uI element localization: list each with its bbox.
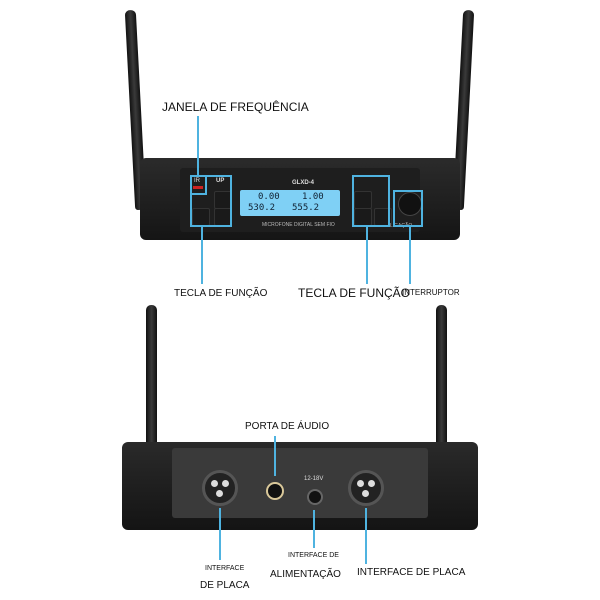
up-label: UP bbox=[216, 178, 225, 184]
back-unit: 12-18V bbox=[122, 442, 478, 530]
callout-board-left-2: DE PLACA bbox=[200, 580, 250, 591]
antenna-back-right bbox=[436, 305, 447, 455]
freq-a: 530.2 bbox=[248, 203, 276, 213]
ir-indicator bbox=[193, 186, 203, 189]
antenna-back-left bbox=[146, 305, 157, 455]
callout-line bbox=[274, 436, 276, 476]
callout-line bbox=[197, 116, 199, 176]
ch-b: 1.00 bbox=[302, 192, 324, 202]
callout-line bbox=[366, 226, 368, 284]
callout-power-interface-2: ALIMENTAÇÃO bbox=[270, 569, 341, 580]
ch-a: 0.00 bbox=[258, 192, 280, 202]
power-highlight bbox=[393, 190, 423, 227]
dc-jack[interactable] bbox=[307, 489, 323, 505]
model-label: GLXD-4 bbox=[292, 180, 315, 186]
func-key-right-highlight bbox=[352, 175, 390, 227]
callout-func-key-right: TECLA DE FUNÇÃO bbox=[298, 286, 411, 300]
power-knob[interactable] bbox=[398, 192, 422, 216]
callout-board-right: INTERFACE DE PLACA bbox=[357, 567, 466, 578]
audio-jack[interactable] bbox=[266, 482, 284, 500]
callout-line bbox=[201, 226, 203, 284]
dc-voltage: 12-18V bbox=[304, 476, 324, 482]
callout-power-switch: INTERRUPTOR bbox=[402, 288, 460, 297]
ir-label: IR bbox=[194, 178, 200, 184]
callout-func-key-left: TECLA DE FUNÇÃO bbox=[174, 288, 268, 299]
xlr-right[interactable] bbox=[348, 470, 384, 506]
freq-b: 555.2 bbox=[292, 203, 320, 213]
func-key-left-highlight bbox=[190, 175, 232, 227]
callout-power-interface-1: INTERFACE DE bbox=[288, 552, 339, 559]
callout-line bbox=[409, 226, 411, 284]
xlr-left[interactable] bbox=[202, 470, 238, 506]
callout-board-left-1: INTERFACE bbox=[205, 565, 245, 572]
subtitle: MICROFONE DIGITAL SEM FIO bbox=[262, 222, 335, 228]
callout-line bbox=[313, 510, 315, 548]
callout-line bbox=[365, 508, 367, 564]
callout-line bbox=[219, 508, 221, 560]
callout-freq-window: JANELA DE FREQUÊNCIA bbox=[162, 100, 309, 114]
lcd-display: 0.00 1.00 530.2 555.2 bbox=[240, 190, 340, 216]
callout-audio-port: PORTA DE ÁUDIO bbox=[245, 421, 330, 432]
